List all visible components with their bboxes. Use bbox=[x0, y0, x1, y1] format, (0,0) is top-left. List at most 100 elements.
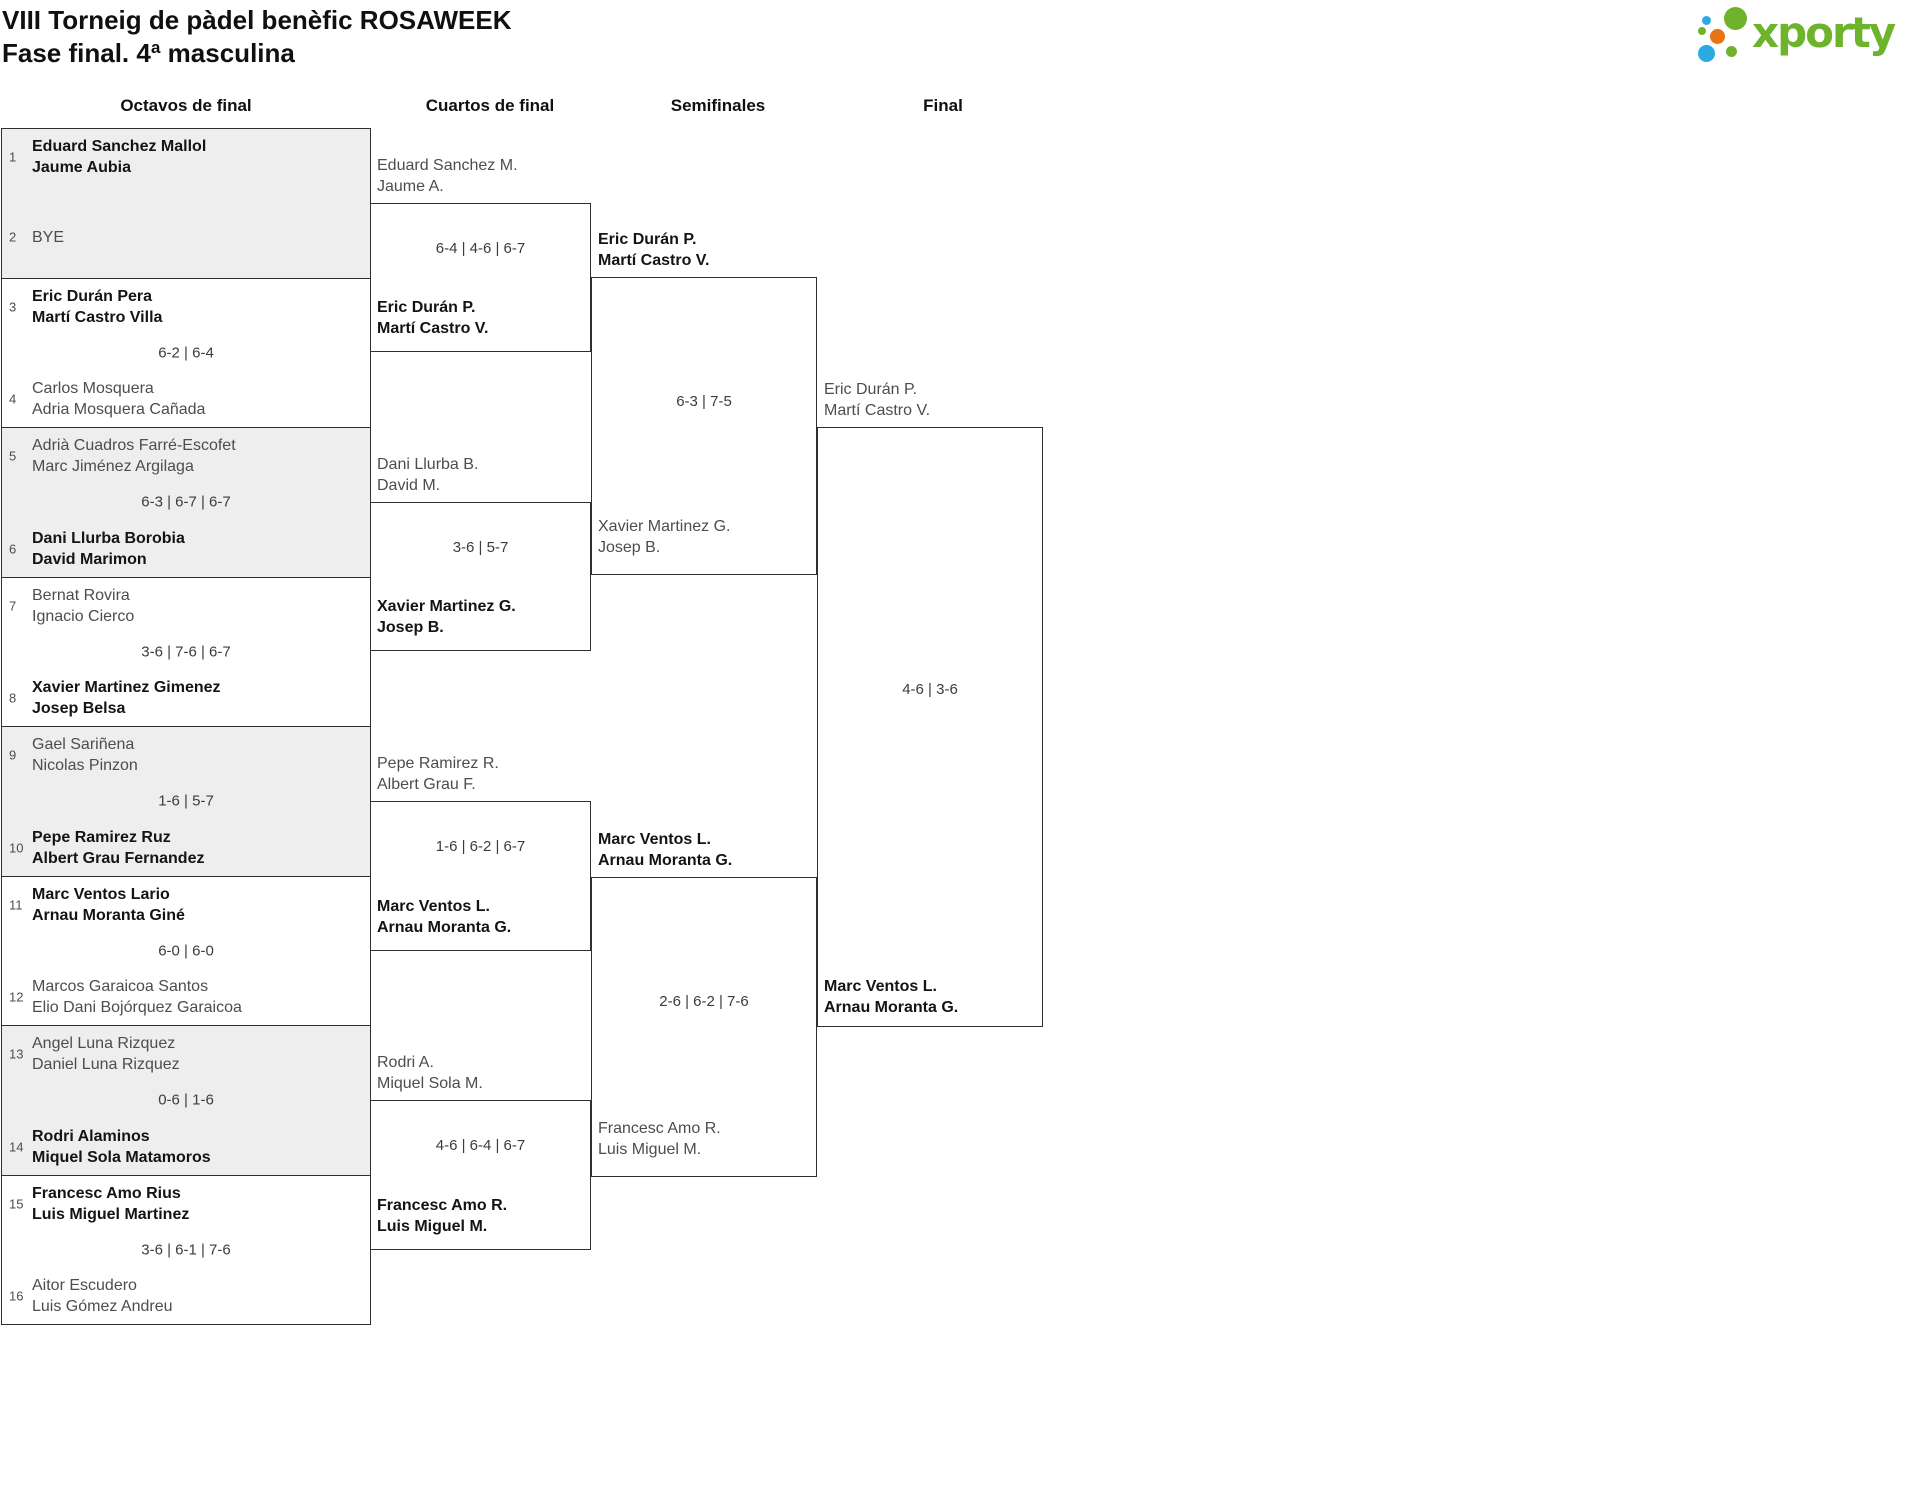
seed-number: 2 bbox=[9, 229, 17, 245]
player-name: Josep B. bbox=[377, 619, 444, 636]
player-name: Eduard Sanchez Mallol bbox=[32, 138, 207, 155]
player-name: Daniel Luna Rizquez bbox=[32, 1056, 180, 1073]
player-name: Xavier Martinez G. bbox=[598, 518, 731, 535]
player-name: Marcos Garaicoa Santos bbox=[32, 978, 209, 995]
player-name: Albert Grau F. bbox=[377, 776, 476, 793]
cuartos-match-3: Pepe Ramirez R.Albert Grau F. 1-6 | 6-2 … bbox=[370, 755, 591, 951]
player-name: Nicolas Pinzon bbox=[32, 757, 138, 774]
seed-number: 13 bbox=[9, 1046, 24, 1062]
round-header-semifinales: Semifinales bbox=[670, 96, 766, 115]
seed-number: 16 bbox=[9, 1288, 24, 1304]
player-name: Francesc Amo R. bbox=[377, 1197, 508, 1214]
player-name: Martí Castro V. bbox=[598, 252, 710, 269]
player-name: Angel Luna Rizquez bbox=[32, 1035, 176, 1052]
round-header-octavos: Octavos de final bbox=[120, 96, 252, 115]
seed-number: 5 bbox=[9, 448, 17, 464]
match-score: 6-4 | 4-6 | 6-7 bbox=[435, 240, 526, 257]
seed-number: 9 bbox=[9, 747, 17, 763]
player-name: Francesc Amo Rius bbox=[32, 1184, 181, 1202]
match-score: 6-3 | 7-5 bbox=[676, 393, 732, 410]
player-name: Albert Grau Fernandez bbox=[32, 849, 205, 867]
player-name: Xavier Martinez Gimenez bbox=[32, 679, 221, 696]
bracket-subtitle: Fase final. 4ª masculina bbox=[2, 38, 295, 68]
logo-dot-blue-large-icon bbox=[1698, 45, 1715, 62]
player-name: Pepe Ramirez Ruz bbox=[32, 828, 171, 846]
seed-number: 3 bbox=[9, 299, 17, 314]
player-name: Josep B. bbox=[598, 539, 661, 556]
final-match: Eric Durán P.Martí Castro V. 4-6 | 3-6 M… bbox=[817, 381, 1043, 1027]
match-score: 3-6 | 5-7 bbox=[452, 539, 509, 556]
player-name: Jaume Aubia bbox=[32, 159, 131, 176]
logo-dot-orange-icon bbox=[1710, 29, 1725, 44]
team-label: Dani Llurba B.David M. bbox=[377, 454, 478, 496]
player-name: Pepe Ramirez R. bbox=[377, 755, 499, 772]
match-score: 2-6 | 6-2 | 7-6 bbox=[659, 993, 749, 1010]
match-score: 6-2 | 6-4 bbox=[158, 344, 214, 362]
player-name: BYE bbox=[32, 228, 65, 246]
team-label: Francesc Amo R. Luis Miguel M. bbox=[377, 1195, 507, 1237]
team-label: Eduard Sanchez M.Jaume A. bbox=[377, 155, 518, 197]
match-score: 3-6 | 6-1 | 7-6 bbox=[141, 1241, 231, 1259]
seed-number: 10 bbox=[9, 840, 24, 855]
logo-dot-green-small-icon bbox=[1726, 46, 1737, 57]
team-label: Pepe Ramirez R. Albert Grau F. bbox=[377, 753, 499, 795]
seed-number: 1 bbox=[9, 149, 17, 165]
player-name: Elio Dani Bojórquez Garaicoa bbox=[32, 999, 242, 1016]
player-name: Marc Ventos L. bbox=[377, 898, 490, 915]
xporty-wordmark: xporty bbox=[1752, 8, 1896, 57]
player-name: Rodri Alaminos bbox=[32, 1127, 150, 1145]
match-score: 0-6 | 1-6 bbox=[158, 1091, 214, 1109]
player-name: Arnau Moranta G. bbox=[824, 999, 959, 1016]
player-name: Martí Castro V. bbox=[824, 402, 931, 419]
match-score: 6-3 | 6-7 | 6-7 bbox=[141, 493, 231, 511]
team-label: Marc Ventos L.Arnau Moranta G. bbox=[598, 829, 732, 871]
team-label: Francesc Amo R.Luis Miguel M. bbox=[598, 1118, 721, 1160]
cuartos-match-2: Dani Llurba B.David M. 3-6 | 5-7 Xavier … bbox=[370, 456, 591, 651]
team-label: Xavier Martinez G. Josep B. bbox=[598, 516, 730, 558]
cuartos-match-1: Eduard Sanchez M.Jaume A. 6-4 | 4-6 | 6-… bbox=[370, 157, 591, 352]
seed-number: 14 bbox=[9, 1139, 24, 1154]
player-name: Miquel Sola Matamoros bbox=[32, 1148, 211, 1166]
semifinal-match-2: Marc Ventos L.Arnau Moranta G. 2-6 | 6-2… bbox=[591, 831, 817, 1177]
player-name: Marc Ventos L. bbox=[598, 831, 711, 848]
round-header-cuartos: Cuartos de final bbox=[425, 96, 555, 115]
player-name: Adria Mosquera Cañada bbox=[32, 401, 206, 418]
player-name: Ignacio Cierco bbox=[32, 607, 135, 625]
player-name: Rodri A. bbox=[377, 1054, 434, 1071]
player-name: Luis Miguel Martinez bbox=[32, 1205, 190, 1223]
player-name: Bernat Rovira bbox=[32, 586, 130, 604]
seed-number: 15 bbox=[9, 1196, 24, 1211]
player-name: Luis Miguel M. bbox=[377, 1218, 488, 1235]
team-label: Eric Durán P.Martí Castro V. bbox=[824, 379, 930, 421]
player-name: Dani Llurba Borobia bbox=[32, 529, 185, 547]
player-name: Josep Belsa bbox=[32, 700, 126, 717]
team-label: Xavier Martinez G.Josep B. bbox=[377, 596, 516, 638]
player-name: Arnau Moranta Giné bbox=[32, 906, 185, 924]
semifinal-match-1: Eric Durán P.Martí Castro V. 6-3 | 7-5 X… bbox=[591, 231, 817, 575]
player-name: Carlos Mosquera bbox=[32, 380, 154, 397]
xporty-logo[interactable]: xporty bbox=[1690, 0, 1915, 70]
round-header-final: Final bbox=[923, 96, 963, 115]
match-score: 3-6 | 7-6 | 6-7 bbox=[141, 643, 231, 661]
team-label: Eric Durán P.Martí Castro V. bbox=[598, 229, 709, 271]
player-name: Eric Durán P. bbox=[377, 299, 476, 316]
